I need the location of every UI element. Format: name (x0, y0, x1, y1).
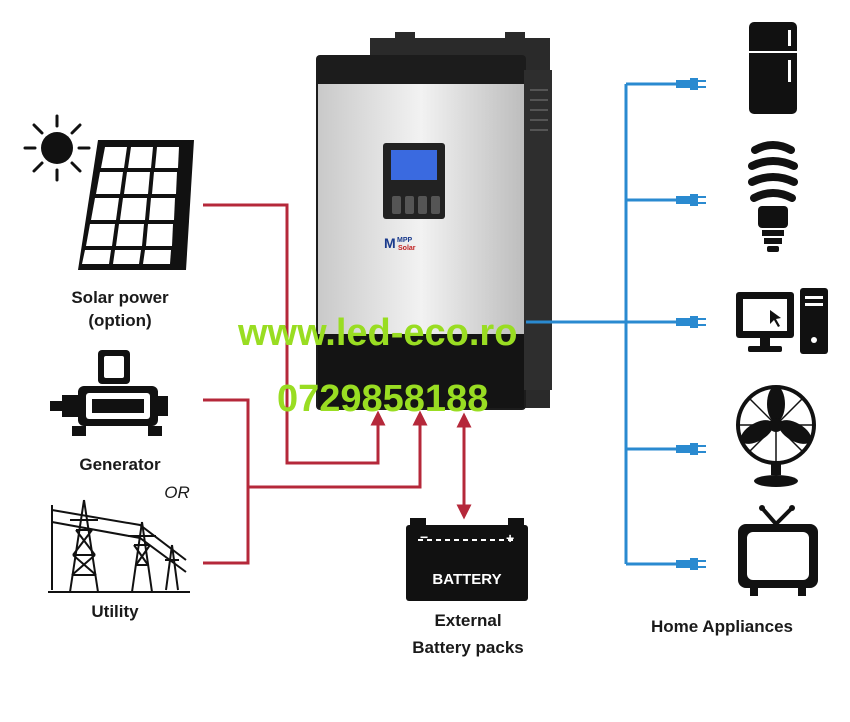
sun-icon (23, 114, 91, 182)
battery-box-text: BATTERY (432, 571, 501, 588)
fan-icon (736, 385, 816, 487)
battery-label-line1: External (434, 611, 502, 630)
solar-label-line2: (option) (88, 311, 152, 330)
plug-icons (676, 78, 706, 570)
input-wires (203, 203, 472, 565)
inverter-brand-line2: Solar (398, 245, 416, 252)
watermark-phone: 0729858188 (277, 378, 489, 420)
generator-icon (50, 350, 168, 436)
watermark-url: www.led-eco.ro (238, 312, 518, 354)
light-bulb-icon (748, 141, 798, 252)
utility-wire (203, 487, 250, 565)
refrigerator-icon (749, 22, 797, 114)
inverter-lcd-screen (391, 150, 437, 180)
solar-panel-icon (78, 140, 194, 270)
computer-icon (736, 288, 828, 354)
home-appliances-label: Home Appliances (650, 617, 794, 636)
solar-label-line1: Solar power (71, 288, 169, 307)
svg-text:+: + (506, 530, 514, 546)
generator-label: Generator (79, 455, 161, 474)
inverter-buttons (392, 196, 440, 214)
inverter-brand-line1: MPP (397, 237, 413, 244)
or-label: OR (164, 483, 190, 502)
utility-label: Utility (91, 602, 139, 621)
inverter: M MPP Solar (316, 32, 552, 410)
inverter-vent (530, 89, 548, 131)
inverter-brand-mark: M (384, 235, 396, 251)
utility-towers-icon (48, 499, 190, 593)
battery-label-line2: Battery packs (412, 638, 524, 657)
television-icon (738, 505, 818, 596)
solar-wire (203, 203, 386, 465)
output-wires (526, 82, 676, 566)
battery-icon: − + BATTERY (406, 518, 528, 601)
svg-text:−: − (420, 529, 428, 545)
